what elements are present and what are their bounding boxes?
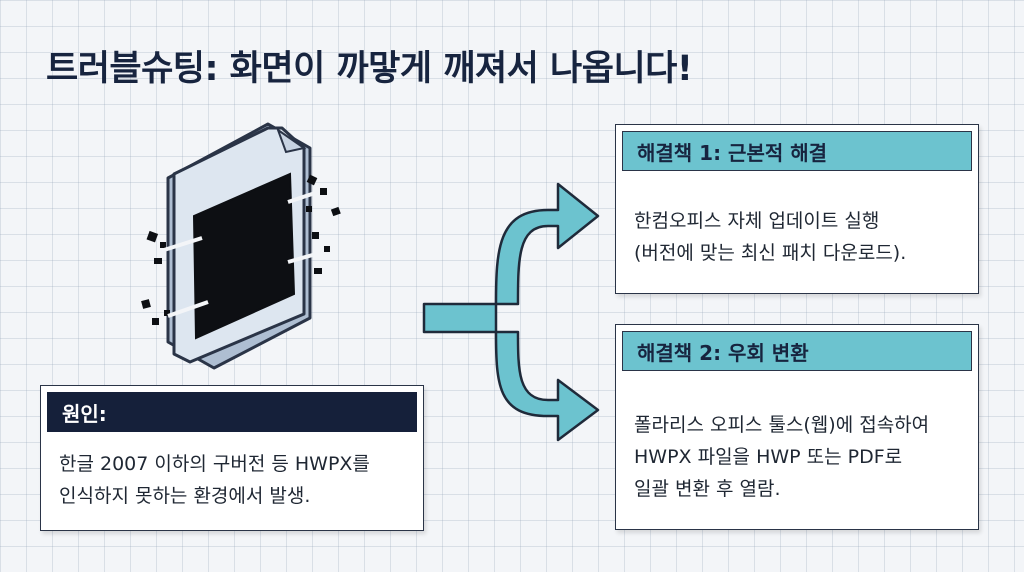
broken-black-document-icon	[141, 122, 341, 370]
arrow-upper-branch	[494, 182, 600, 306]
solution2-line: 일괄 변환 후 열람.	[634, 478, 781, 500]
solution2-body: 폴라리스 오피스 툴스(웹)에 접속하여 HWPX 파일을 HWP 또는 PDF…	[634, 409, 966, 505]
solution2-line: HWPX 파일을 HWP 또는 PDF로	[634, 446, 903, 468]
glitch-fragments	[141, 174, 341, 325]
arrow-lower-branch	[494, 330, 600, 442]
cause-body: 한글 2007 이하의 구버전 등 HWPX를 인식하지 못하는 환경에서 발생…	[59, 448, 411, 512]
solution1-body: 한컴오피스 자체 업데이트 실행 (버전에 맞는 최신 패치 다운로드).	[634, 205, 966, 269]
branching-arrow-icon	[422, 182, 600, 442]
solution1-line: 한컴오피스 자체 업데이트 실행	[634, 210, 880, 232]
arrow-stem	[422, 302, 498, 334]
page-title: 트러블슈팅: 화면이 까맣게 깨져서 나옵니다!	[46, 49, 693, 89]
glitch-tears	[163, 190, 319, 318]
solution1-line: (버전에 맞는 최신 패치 다운로드).	[634, 242, 907, 264]
document-fold	[275, 127, 307, 154]
cause-header: 원인:	[47, 392, 417, 432]
solution2-header: 해결책 2: 우회 변환	[622, 331, 972, 371]
black-screen	[192, 172, 296, 340]
solution1-box: 해결책 1: 근본적 해결 한컴오피스 자체 업데이트 실행 (버전에 맞는 최…	[615, 124, 979, 294]
solution1-header: 해결책 1: 근본적 해결	[622, 131, 972, 171]
solution2-box: 해결책 2: 우회 변환 폴라리스 오피스 툴스(웹)에 접속하여 HWPX 파…	[615, 324, 979, 530]
cause-box: 원인: 한글 2007 이하의 구버전 등 HWPX를 인식하지 못하는 환경에…	[40, 385, 424, 531]
solution2-line: 폴라리스 오피스 툴스(웹)에 접속하여	[634, 414, 930, 436]
cause-line: 한글 2007 이하의 구버전 등 HWPX를	[59, 453, 370, 475]
cause-line: 인식하지 못하는 환경에서 발생.	[59, 485, 311, 507]
